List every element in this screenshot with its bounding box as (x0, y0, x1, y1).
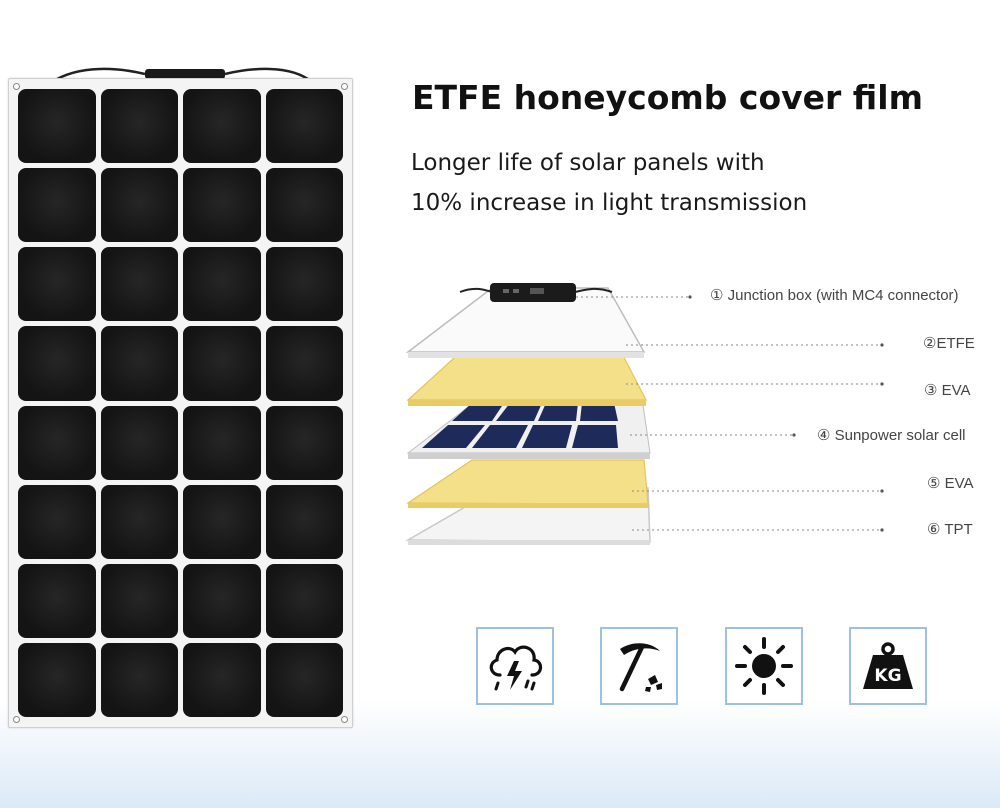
layer-etfe (405, 287, 646, 358)
grommet (341, 83, 348, 90)
solar-cell (265, 563, 343, 638)
layer-solar-cell (406, 397, 651, 459)
weight-kg-text: KG (874, 666, 901, 686)
solar-cell (100, 168, 178, 243)
solar-cell (100, 642, 178, 717)
solar-cell (100, 405, 178, 480)
label-eva-1: ③ EVA (924, 382, 971, 399)
solar-cell (265, 642, 343, 717)
weight-kg-icon: KG (863, 642, 913, 689)
solar-cell (18, 484, 96, 559)
solar-cell (183, 405, 261, 480)
grommet (13, 716, 20, 723)
solar-cell (18, 89, 96, 164)
flexible-solar-panel (8, 78, 353, 728)
label-solar-cell: ④ Sunpower solar cell (817, 427, 966, 444)
storm-cloud-icon (489, 645, 543, 691)
feature-lightweight: KG (849, 627, 927, 705)
layer-diagram (405, 283, 884, 545)
solar-cell (183, 168, 261, 243)
feature-impact (600, 627, 678, 705)
solar-cell (100, 89, 178, 164)
solar-cell (265, 405, 343, 480)
pickaxe-icon (619, 643, 662, 692)
feature-storm (476, 627, 554, 705)
solar-cell-grid (18, 89, 343, 717)
solar-cell (265, 484, 343, 559)
panel-cable (51, 67, 313, 84)
headline: ETFE honeycomb cover film (412, 78, 923, 117)
solar-cell (18, 563, 96, 638)
solar-cell (265, 247, 343, 322)
solar-cell (100, 326, 178, 401)
solar-cell (100, 563, 178, 638)
layer-eva-lower (406, 459, 649, 508)
solar-cell (183, 642, 261, 717)
grommet (13, 83, 20, 90)
label-junction-box: ① Junction box (with MC4 connector) (710, 287, 959, 304)
solar-cell (18, 405, 96, 480)
solar-cell (18, 326, 96, 401)
label-eva-2: ⑤ EVA (927, 475, 974, 492)
label-tpt: ⑥ TPT (927, 521, 973, 538)
solar-cell (18, 642, 96, 717)
solar-cell (18, 247, 96, 322)
solar-cell (265, 89, 343, 164)
solar-cell (183, 326, 261, 401)
solar-cell (183, 89, 261, 164)
solar-cell (183, 247, 261, 322)
subline-1: Longer life of solar panels with (411, 150, 765, 176)
solar-cell (18, 168, 96, 243)
solar-cell (265, 168, 343, 243)
solar-cell (100, 247, 178, 322)
subline-2: 10% increase in light transmission (411, 190, 808, 216)
grommet (341, 716, 348, 723)
solar-cell (100, 484, 178, 559)
label-etfe: ②ETFE (923, 335, 975, 352)
feature-sunlight (725, 627, 803, 705)
solar-cell (183, 563, 261, 638)
junction-box (459, 283, 613, 302)
solar-cell (265, 326, 343, 401)
sun-icon (735, 637, 793, 695)
solar-cell (183, 484, 261, 559)
